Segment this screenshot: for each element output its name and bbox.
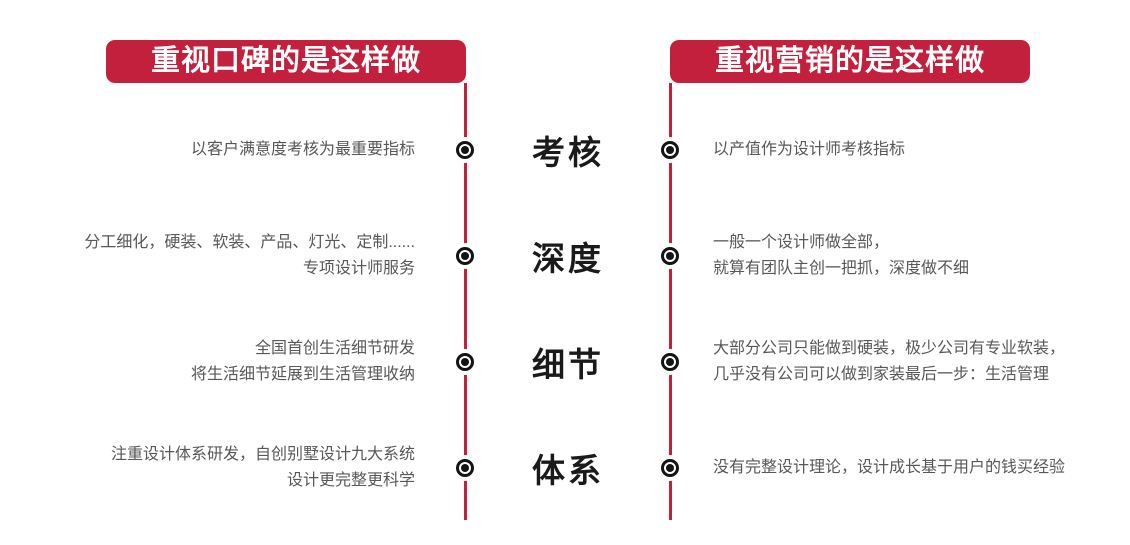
circle-dot-icon [456, 247, 474, 265]
circle-dot-icon [456, 459, 474, 477]
right-item-text: 没有完整设计理论，设计成长基于用户的钱买经验 [713, 455, 1113, 481]
right-item-text: 一般一个设计师做全部， 就算有团队主创一把抓，深度做不细 [713, 230, 1113, 282]
left-timeline-line [464, 83, 467, 520]
text-line: 以客户满意度考核为最重要指标 [190, 141, 415, 158]
center-label-system: 体系 [532, 452, 604, 489]
text-line: 设计更完整更科学 [286, 472, 415, 489]
left-item-text: 全国首创生活细节研发 将生活细节延展到生活管理收纳 [20, 336, 415, 388]
text-line: 以产值作为设计师考核指标 [713, 141, 906, 158]
text-line: 分工细化，硬装、软装、产品、灯光、定制...... [84, 234, 415, 251]
center-label-detail: 细节 [532, 346, 604, 383]
center-label-depth: 深度 [532, 240, 604, 277]
text-line: 注重设计体系研发，自创别墅设计九大系统 [110, 446, 415, 463]
circle-dot-icon [661, 459, 679, 477]
left-column-header: 重视口碑的是这样做 [106, 40, 466, 83]
text-line: 全国首创生活细节研发 [254, 340, 415, 357]
circle-dot-icon [661, 247, 679, 265]
text-line: 一般一个设计师做全部， [713, 234, 890, 251]
circle-dot-icon [661, 353, 679, 371]
text-line: 专项设计师服务 [302, 260, 415, 277]
right-column-header: 重视营销的是这样做 [670, 40, 1030, 83]
text-line: 大部分公司只能做到硬装，极少公司有专业软装， [713, 340, 1066, 357]
left-item-text: 以客户满意度考核为最重要指标 [20, 137, 415, 163]
circle-dot-icon [456, 141, 474, 159]
text-line: 没有完整设计理论，设计成长基于用户的钱买经验 [713, 459, 1066, 476]
left-item-text: 分工细化，硬装、软装、产品、灯光、定制...... 专项设计师服务 [20, 230, 415, 282]
right-item-text: 大部分公司只能做到硬装，极少公司有专业软装， 几乎没有公司可以做到家装最后一步：… [713, 336, 1113, 388]
circle-dot-icon [456, 353, 474, 371]
text-line: 将生活细节延展到生活管理收纳 [190, 366, 415, 383]
left-item-text: 注重设计体系研发，自创别墅设计九大系统 设计更完整更科学 [20, 442, 415, 494]
text-line: 就算有团队主创一把抓，深度做不细 [713, 260, 970, 277]
text-line: 几乎没有公司可以做到家装最后一步：生活管理 [713, 366, 1050, 383]
circle-dot-icon [661, 141, 679, 159]
center-label-assessment: 考核 [532, 134, 604, 171]
right-timeline-line [669, 83, 672, 520]
right-item-text: 以产值作为设计师考核指标 [713, 137, 1113, 163]
